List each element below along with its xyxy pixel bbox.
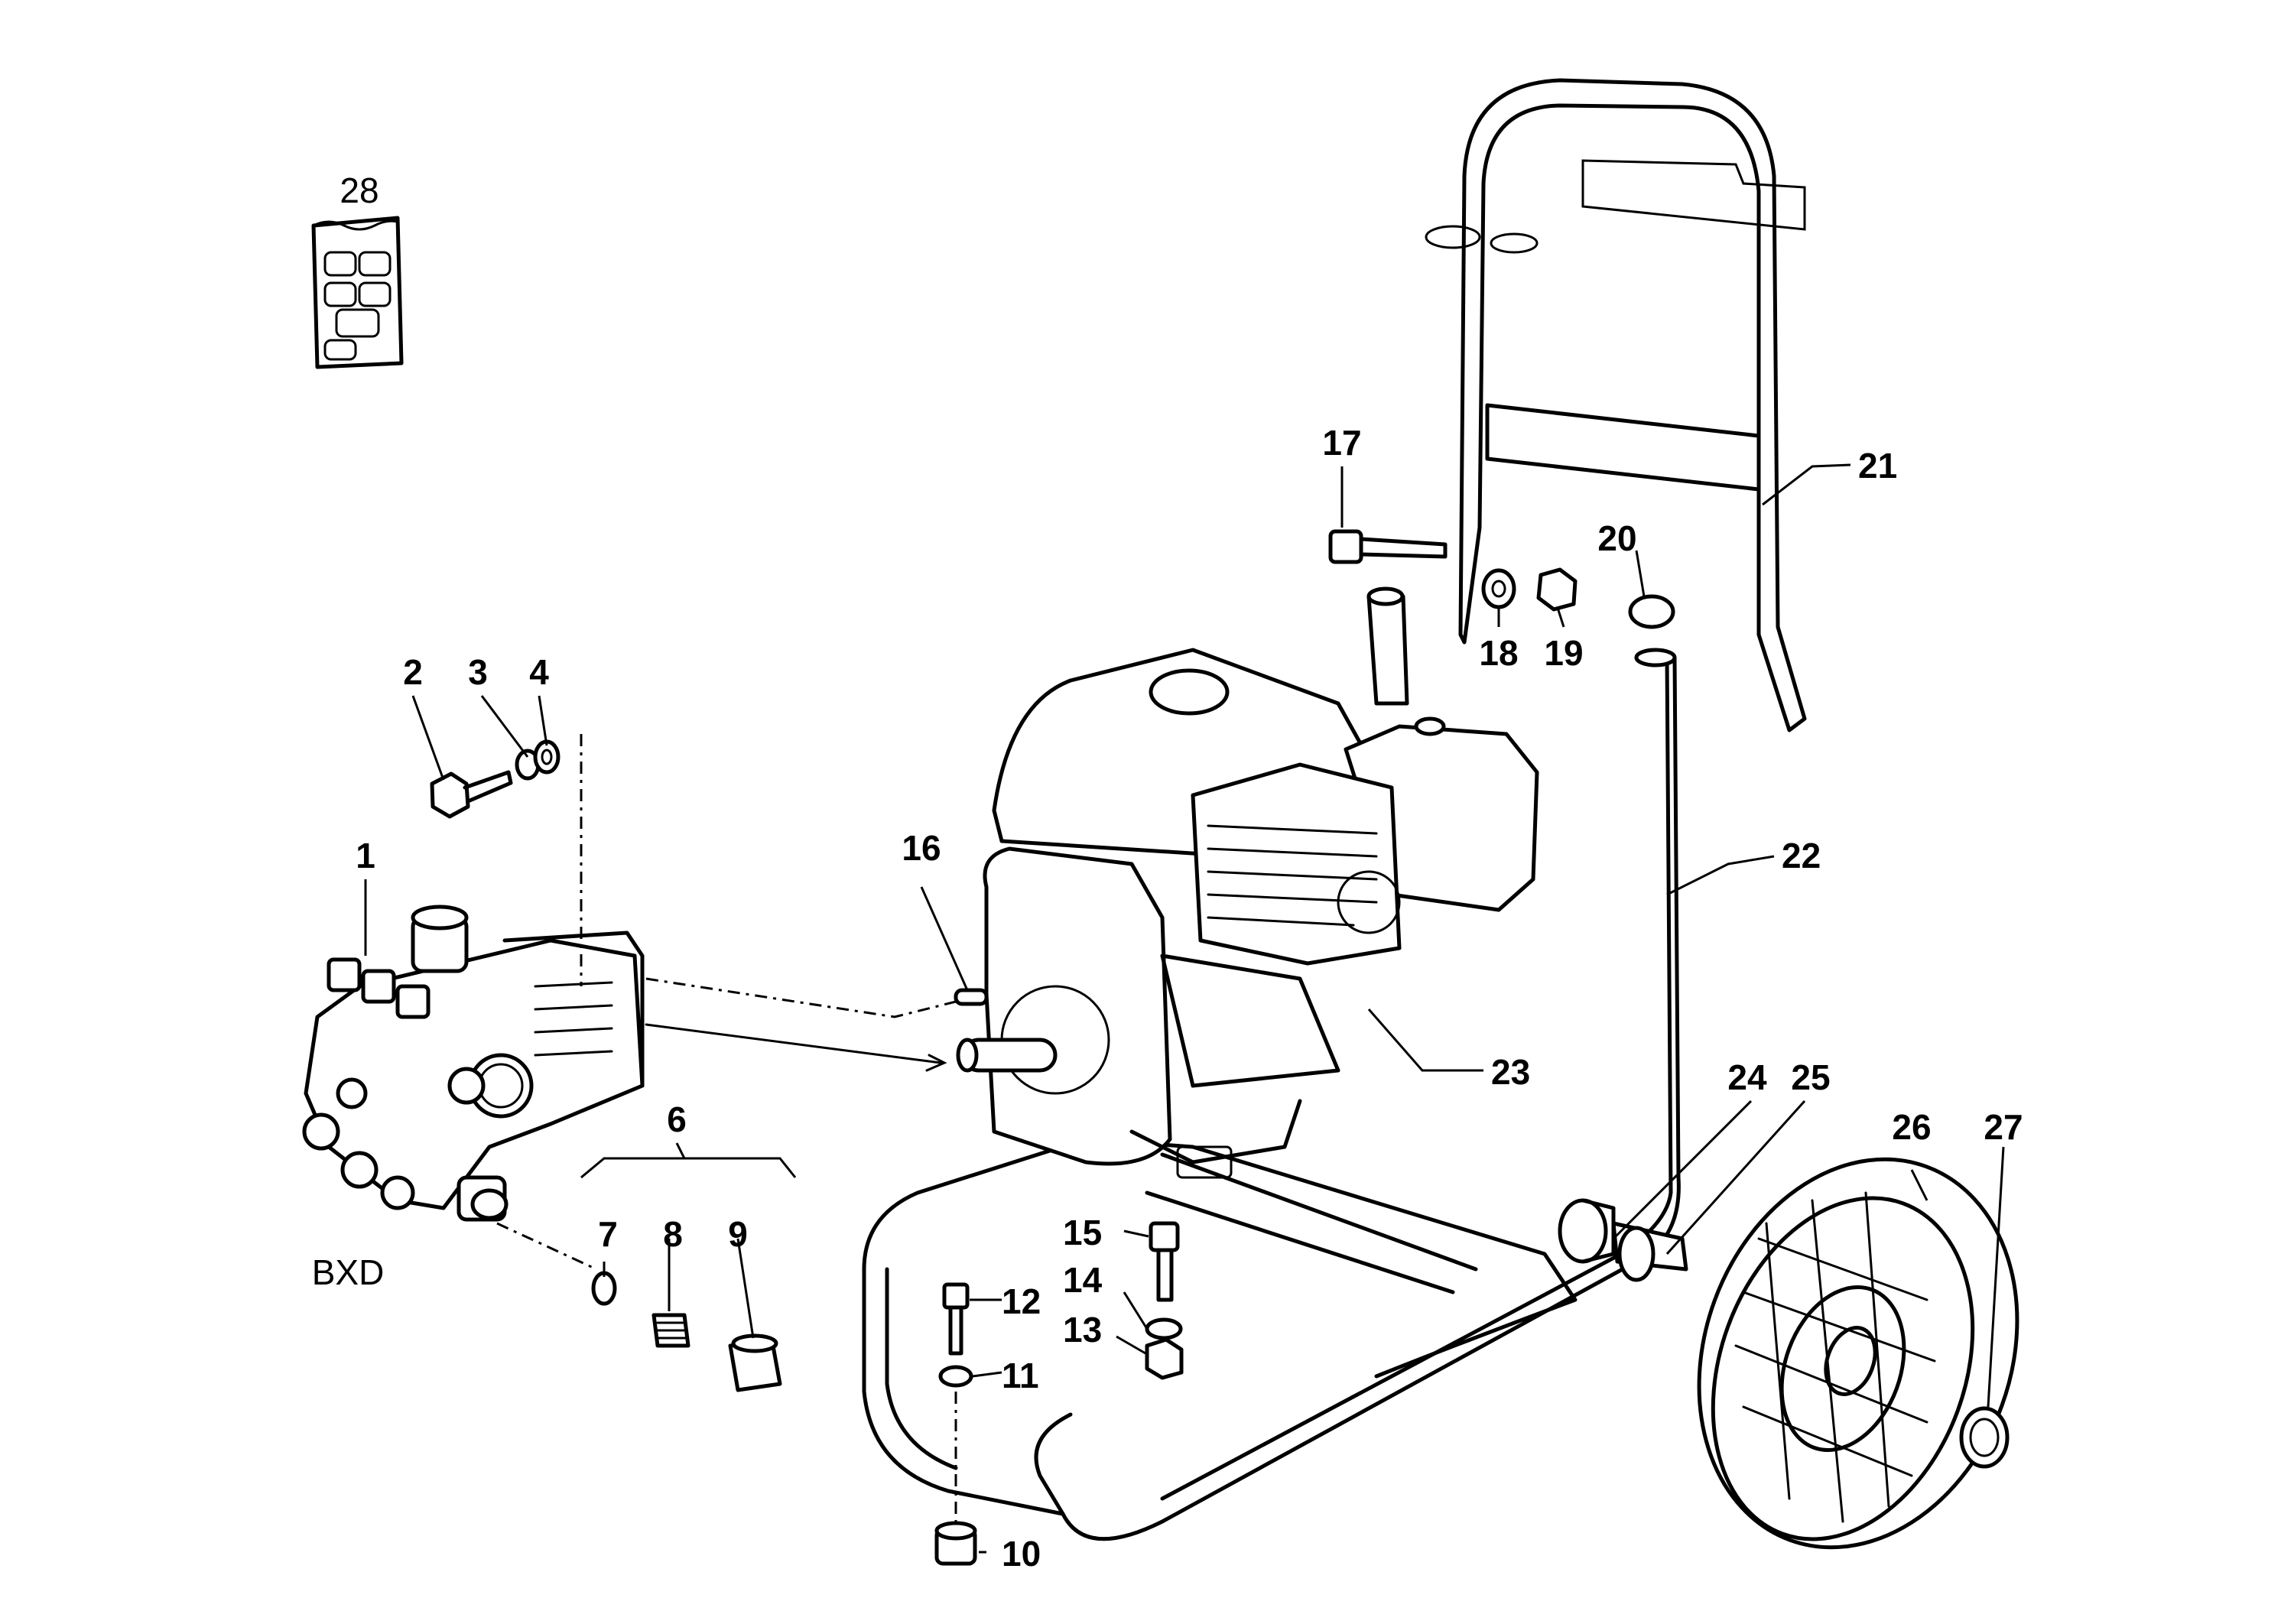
group-6-bracket	[580, 1142, 797, 1179]
callout-17: 17	[1322, 423, 1361, 463]
part-23-engine	[956, 648, 1539, 1179]
callout-12: 12	[1002, 1281, 1041, 1321]
part-17-bolt	[1328, 529, 1448, 564]
callout-13: 13	[1063, 1310, 1102, 1350]
callout-24: 24	[1727, 1057, 1767, 1097]
callout-16: 16	[902, 828, 941, 868]
callout-8: 8	[663, 1214, 683, 1254]
callout-11: 11	[1002, 1356, 1039, 1395]
callout-18: 18	[1479, 633, 1518, 673]
part-13-nut	[1145, 1337, 1184, 1380]
callout-26: 26	[1892, 1107, 1931, 1147]
part-4-washer	[533, 739, 561, 775]
part-16-key	[954, 988, 989, 1006]
part-14-washer	[1145, 1317, 1183, 1340]
part-25-axle	[1611, 1221, 1688, 1282]
callout-7: 7	[598, 1214, 618, 1254]
model-label-bxd: BXD	[312, 1252, 385, 1292]
callout-4: 4	[529, 652, 549, 692]
frame-upright-tube	[1366, 586, 1409, 706]
callout-20: 20	[1597, 518, 1636, 558]
part-10-nut	[934, 1521, 977, 1566]
callout-25: 25	[1791, 1057, 1830, 1097]
part-2-bolt	[430, 770, 513, 819]
assembly-lines	[496, 734, 957, 1522]
part-21-handle	[1425, 78, 1807, 732]
part-20-cap	[1628, 594, 1675, 629]
part-9-nut	[728, 1333, 782, 1392]
callout-1: 1	[356, 836, 375, 875]
callout-9: 9	[728, 1214, 748, 1254]
callout-22: 22	[1782, 836, 1821, 875]
part-15-bolt	[1149, 1221, 1180, 1302]
callout-27: 27	[1984, 1107, 2023, 1147]
part-26-wheel	[1697, 1157, 2019, 1550]
part-24-axle-bushing	[1558, 1198, 1616, 1264]
part-11-washer	[938, 1365, 973, 1388]
callout-6: 6	[667, 1099, 687, 1139]
callout-10: 10	[1002, 1534, 1041, 1574]
callout-2: 2	[403, 652, 423, 692]
part-28-decal	[311, 216, 404, 369]
part-1-pump	[302, 905, 645, 1222]
callout-labels: 28 2 3 4 1 6 7 8 9 BXD 10 11 12 13 14 15…	[312, 171, 2023, 1574]
callout-14: 14	[1063, 1260, 1103, 1300]
callout-15: 15	[1063, 1213, 1102, 1252]
callout-19: 19	[1544, 633, 1583, 673]
leader-lines	[364, 463, 2005, 1554]
callout-3: 3	[468, 652, 488, 692]
part-19-nut	[1536, 567, 1578, 612]
part-12-bolt	[942, 1282, 970, 1356]
part-27-hub-cap	[1959, 1406, 2010, 1469]
part-18-washer	[1481, 568, 1516, 609]
callout-23: 23	[1491, 1052, 1530, 1092]
part-8-nozzle	[651, 1313, 690, 1348]
callout-28: 28	[340, 171, 379, 210]
part-7-seal-ring	[591, 1271, 617, 1306]
callout-21: 21	[1858, 446, 1897, 486]
